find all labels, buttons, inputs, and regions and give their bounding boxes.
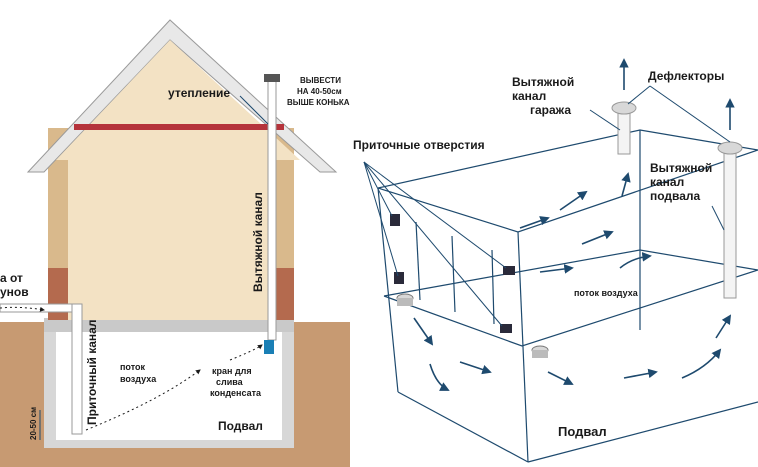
- exhaust-pipe: [267, 77, 277, 341]
- floor-plane: [383, 249, 758, 347]
- flow-arrow-g5: [539, 264, 574, 274]
- garage-exhaust-label-line1: Вытяжной: [512, 75, 574, 89]
- basement-exhaust-label-line3: подвала: [650, 189, 701, 203]
- basement-label-left: Подвал: [218, 419, 263, 433]
- supply-opening-4: [500, 324, 512, 333]
- supply-openings-label: Приточные отверстия: [353, 138, 485, 152]
- drain-tap-label-line3: конденсата: [210, 388, 262, 398]
- flow-arrow-b7: [715, 314, 732, 339]
- drain-tap-label-line2: слива: [216, 377, 244, 387]
- brick-base-right: [276, 268, 294, 320]
- supply-opening-1: [390, 214, 400, 226]
- front-window-3: [491, 249, 495, 325]
- flow-arrow-g2: [519, 216, 550, 229]
- depth-label: 20-50 см: [29, 407, 38, 440]
- box-top-face: [377, 129, 758, 233]
- airflow-path-in: [0, 306, 45, 312]
- supply-leader-4: [363, 161, 503, 327]
- insulation-leader: [239, 95, 269, 125]
- front-window-2: [451, 235, 456, 313]
- roof-note-line3: ВЫШЕ КОНЬКА: [287, 98, 350, 107]
- airflow-label-line2: воздуха: [120, 374, 157, 384]
- flow-arrow-g3: [621, 172, 631, 197]
- airflow-label-right: поток воздуха: [574, 288, 639, 298]
- supply-opening-3: [503, 266, 515, 275]
- basement-exhaust-leader: [711, 205, 725, 231]
- roof-note-line2: НА 40-50см: [297, 87, 342, 96]
- garage-deflector: [611, 101, 637, 115]
- roof-note-line1: ВЫВЕСТИ: [300, 76, 341, 85]
- garage-section: Вытяжной канал гаража Дефлекторы Приточн…: [353, 58, 758, 463]
- garage-exhaust-label-line3: гаража: [530, 103, 571, 117]
- supply-channel-label: Приточный канал: [85, 320, 99, 425]
- supply-leader-3: [363, 161, 507, 269]
- box-bottom-front: [397, 391, 529, 463]
- flow-arrow-b3: [459, 361, 492, 375]
- house-section: утепление ВЫВЕСТИ НА 40-50см ВЫШЕ КОНЬКА…: [0, 19, 350, 467]
- supply-leader-2: [363, 161, 399, 277]
- roof-gable: [26, 19, 338, 173]
- exhaust-pipe-cap: [264, 74, 280, 82]
- airflow-label-line1: поток: [120, 362, 145, 372]
- deflector-leader-1: [627, 85, 651, 105]
- insulation-label: утепление: [168, 86, 230, 100]
- flow-arrow-b6: [681, 348, 722, 379]
- box-bottom-right: [527, 401, 758, 463]
- garage-exhaust-leader: [589, 109, 621, 131]
- supply-pipe-horizontal: [0, 303, 81, 313]
- garage-exhaust-pipe: [617, 109, 631, 155]
- drain-tap-label-line1: кран для: [212, 366, 252, 376]
- box-front-left-edge: [377, 187, 399, 393]
- cut-label-line2: унов: [0, 285, 29, 299]
- basement-exhaust-label-line1: Вытяжной: [650, 161, 712, 175]
- flow-arrow-b4: [547, 371, 574, 385]
- flow-arrow-g1: [559, 190, 588, 211]
- insulation-band: [74, 124, 284, 130]
- deflector-leader-2: [649, 85, 731, 143]
- flow-arrow-g4: [581, 230, 614, 245]
- flow-arrow-b1: [413, 317, 434, 346]
- floor-vent-1-body: [397, 298, 413, 306]
- basement-deflector: [717, 141, 743, 155]
- box-front-right-edge: [517, 231, 529, 463]
- front-window-1: [415, 221, 421, 301]
- drain-tap: [264, 340, 274, 354]
- supply-leader-1: [363, 161, 393, 217]
- basement-interior: [56, 330, 282, 440]
- supply-pipe-vertical: [71, 303, 83, 435]
- flow-arrow-b5: [623, 368, 658, 379]
- basement-exhaust-pipe: [723, 149, 737, 299]
- deflectors-label: Дефлекторы: [648, 69, 724, 83]
- basement-exhaust-label-line2: канал: [650, 175, 684, 189]
- garage-exhaust-label-line2: канал: [512, 89, 546, 103]
- floor-slab: [44, 318, 294, 332]
- flow-arrow-g6: [619, 252, 652, 269]
- flow-arrow-b2: [429, 363, 450, 391]
- gable-fill: [56, 40, 300, 160]
- floor-vent-2-body: [532, 350, 548, 358]
- exhaust-channel-label: Вытяжной канал: [251, 192, 265, 292]
- basement-label-right: Подвал: [558, 424, 607, 439]
- cut-label-line1: а от: [0, 271, 23, 285]
- supply-opening-2: [394, 272, 404, 284]
